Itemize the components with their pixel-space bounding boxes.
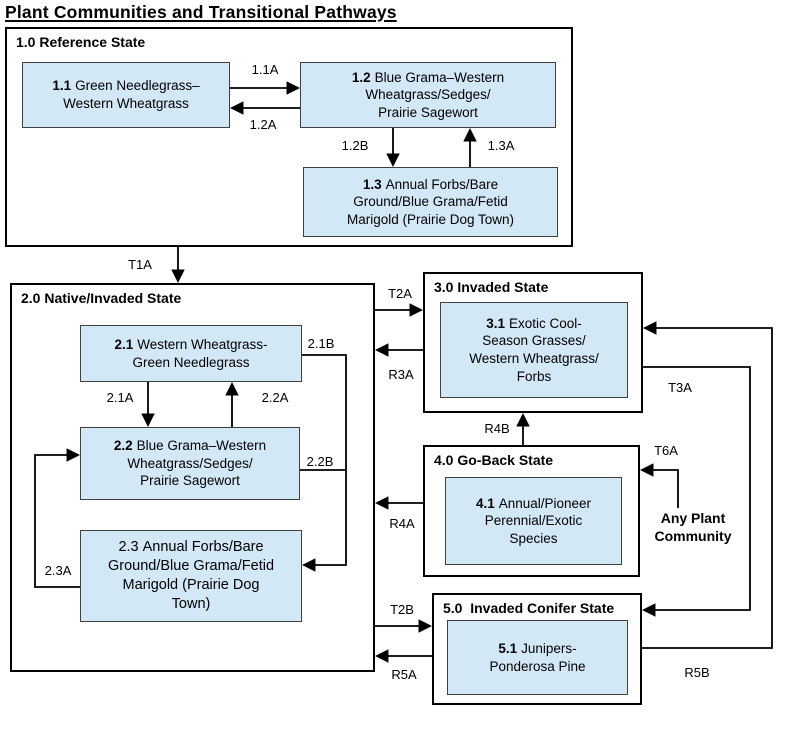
label-1-1A: 1.1A [251, 62, 279, 77]
community-number-2-2: 2.2 [113, 438, 133, 454]
community-name-3-1: Exotic Cool- Season Grasses/ Western Whe… [469, 315, 599, 384]
label-T1A: T1A [128, 257, 152, 272]
label-T2A: T2A [388, 286, 412, 301]
label-2-3A: 2.3A [44, 563, 72, 578]
community-name-1-1: Green Needlegrass– Western Wheatgrass [63, 78, 200, 111]
community-number-1-2: 1.2 [351, 69, 371, 85]
note-any-plant-community: Any Plant Community [654, 510, 732, 544]
state-title-1-0: 1.0 Reference State [16, 34, 146, 50]
community-name-2-3: Annual Forbs/Bare Ground/Blue Grama/Feti… [107, 538, 275, 613]
community-name-1-2: Blue Grama–Western Wheatgrass/Sedges/ Pr… [365, 69, 505, 120]
label-1-2B: 1.2B [341, 138, 369, 153]
state-title-3-0: 3.0 Invaded State [434, 279, 549, 295]
label-T6A: T6A [654, 443, 678, 458]
label-2-1A: 2.1A [106, 390, 134, 405]
community-name-4-1: Annual/Pioneer Perennial/Exotic Species [484, 495, 592, 546]
arrow-T6A [639, 463, 679, 508]
community-number-2-1: 2.1 [114, 336, 134, 352]
label-1-3A: 1.3A [487, 138, 515, 153]
label-2-1B: 2.1B [307, 336, 335, 351]
state-title-5-0: 5.0 Invaded Conifer State [443, 600, 615, 616]
community-name-5-1: Junipers- Ponderosa Pine [489, 640, 586, 674]
label-R5B: R5B [684, 665, 710, 680]
state-title-4-0: 4.0 Go-Back State [434, 452, 554, 468]
community-number-3-1: 3.1 [486, 315, 505, 331]
label-R4B: R4B [484, 421, 510, 436]
label-R3A: R3A [388, 367, 414, 382]
label-R4A: R4A [389, 516, 415, 531]
label-2-2B: 2.2B [306, 454, 334, 469]
diagram-title: Plant Communities and Transitional Pathw… [5, 2, 397, 22]
label-1-2A: 1.2A [249, 117, 277, 132]
label-T2B: T2B [390, 602, 414, 617]
state-title-2-0: 2.0 Native/Invaded State [21, 290, 182, 306]
arrow-T3A [641, 366, 751, 617]
community-number-1-3: 1.3 [362, 176, 382, 192]
community-name-1-3: Annual Forbs/Bare Ground/Blue Grama/Feti… [346, 176, 515, 227]
label-T3A: T3A [668, 380, 692, 395]
label-R5A: R5A [391, 667, 417, 682]
community-number-1-1: 1.1 [52, 78, 72, 94]
label-2-2A: 2.2A [261, 390, 289, 405]
community-name-2-1: Western Wheatgrass- Green Needlegrass [132, 336, 268, 370]
arrow-R5B [642, 321, 773, 649]
community-name-2-2: Blue Grama–Western Wheatgrass/Sedges/ Pr… [127, 438, 267, 489]
community-number-5-1: 5.1 [498, 640, 518, 656]
community-number-4-1: 4.1 [475, 495, 495, 511]
community-number-2-3: 2.3 [118, 538, 139, 555]
